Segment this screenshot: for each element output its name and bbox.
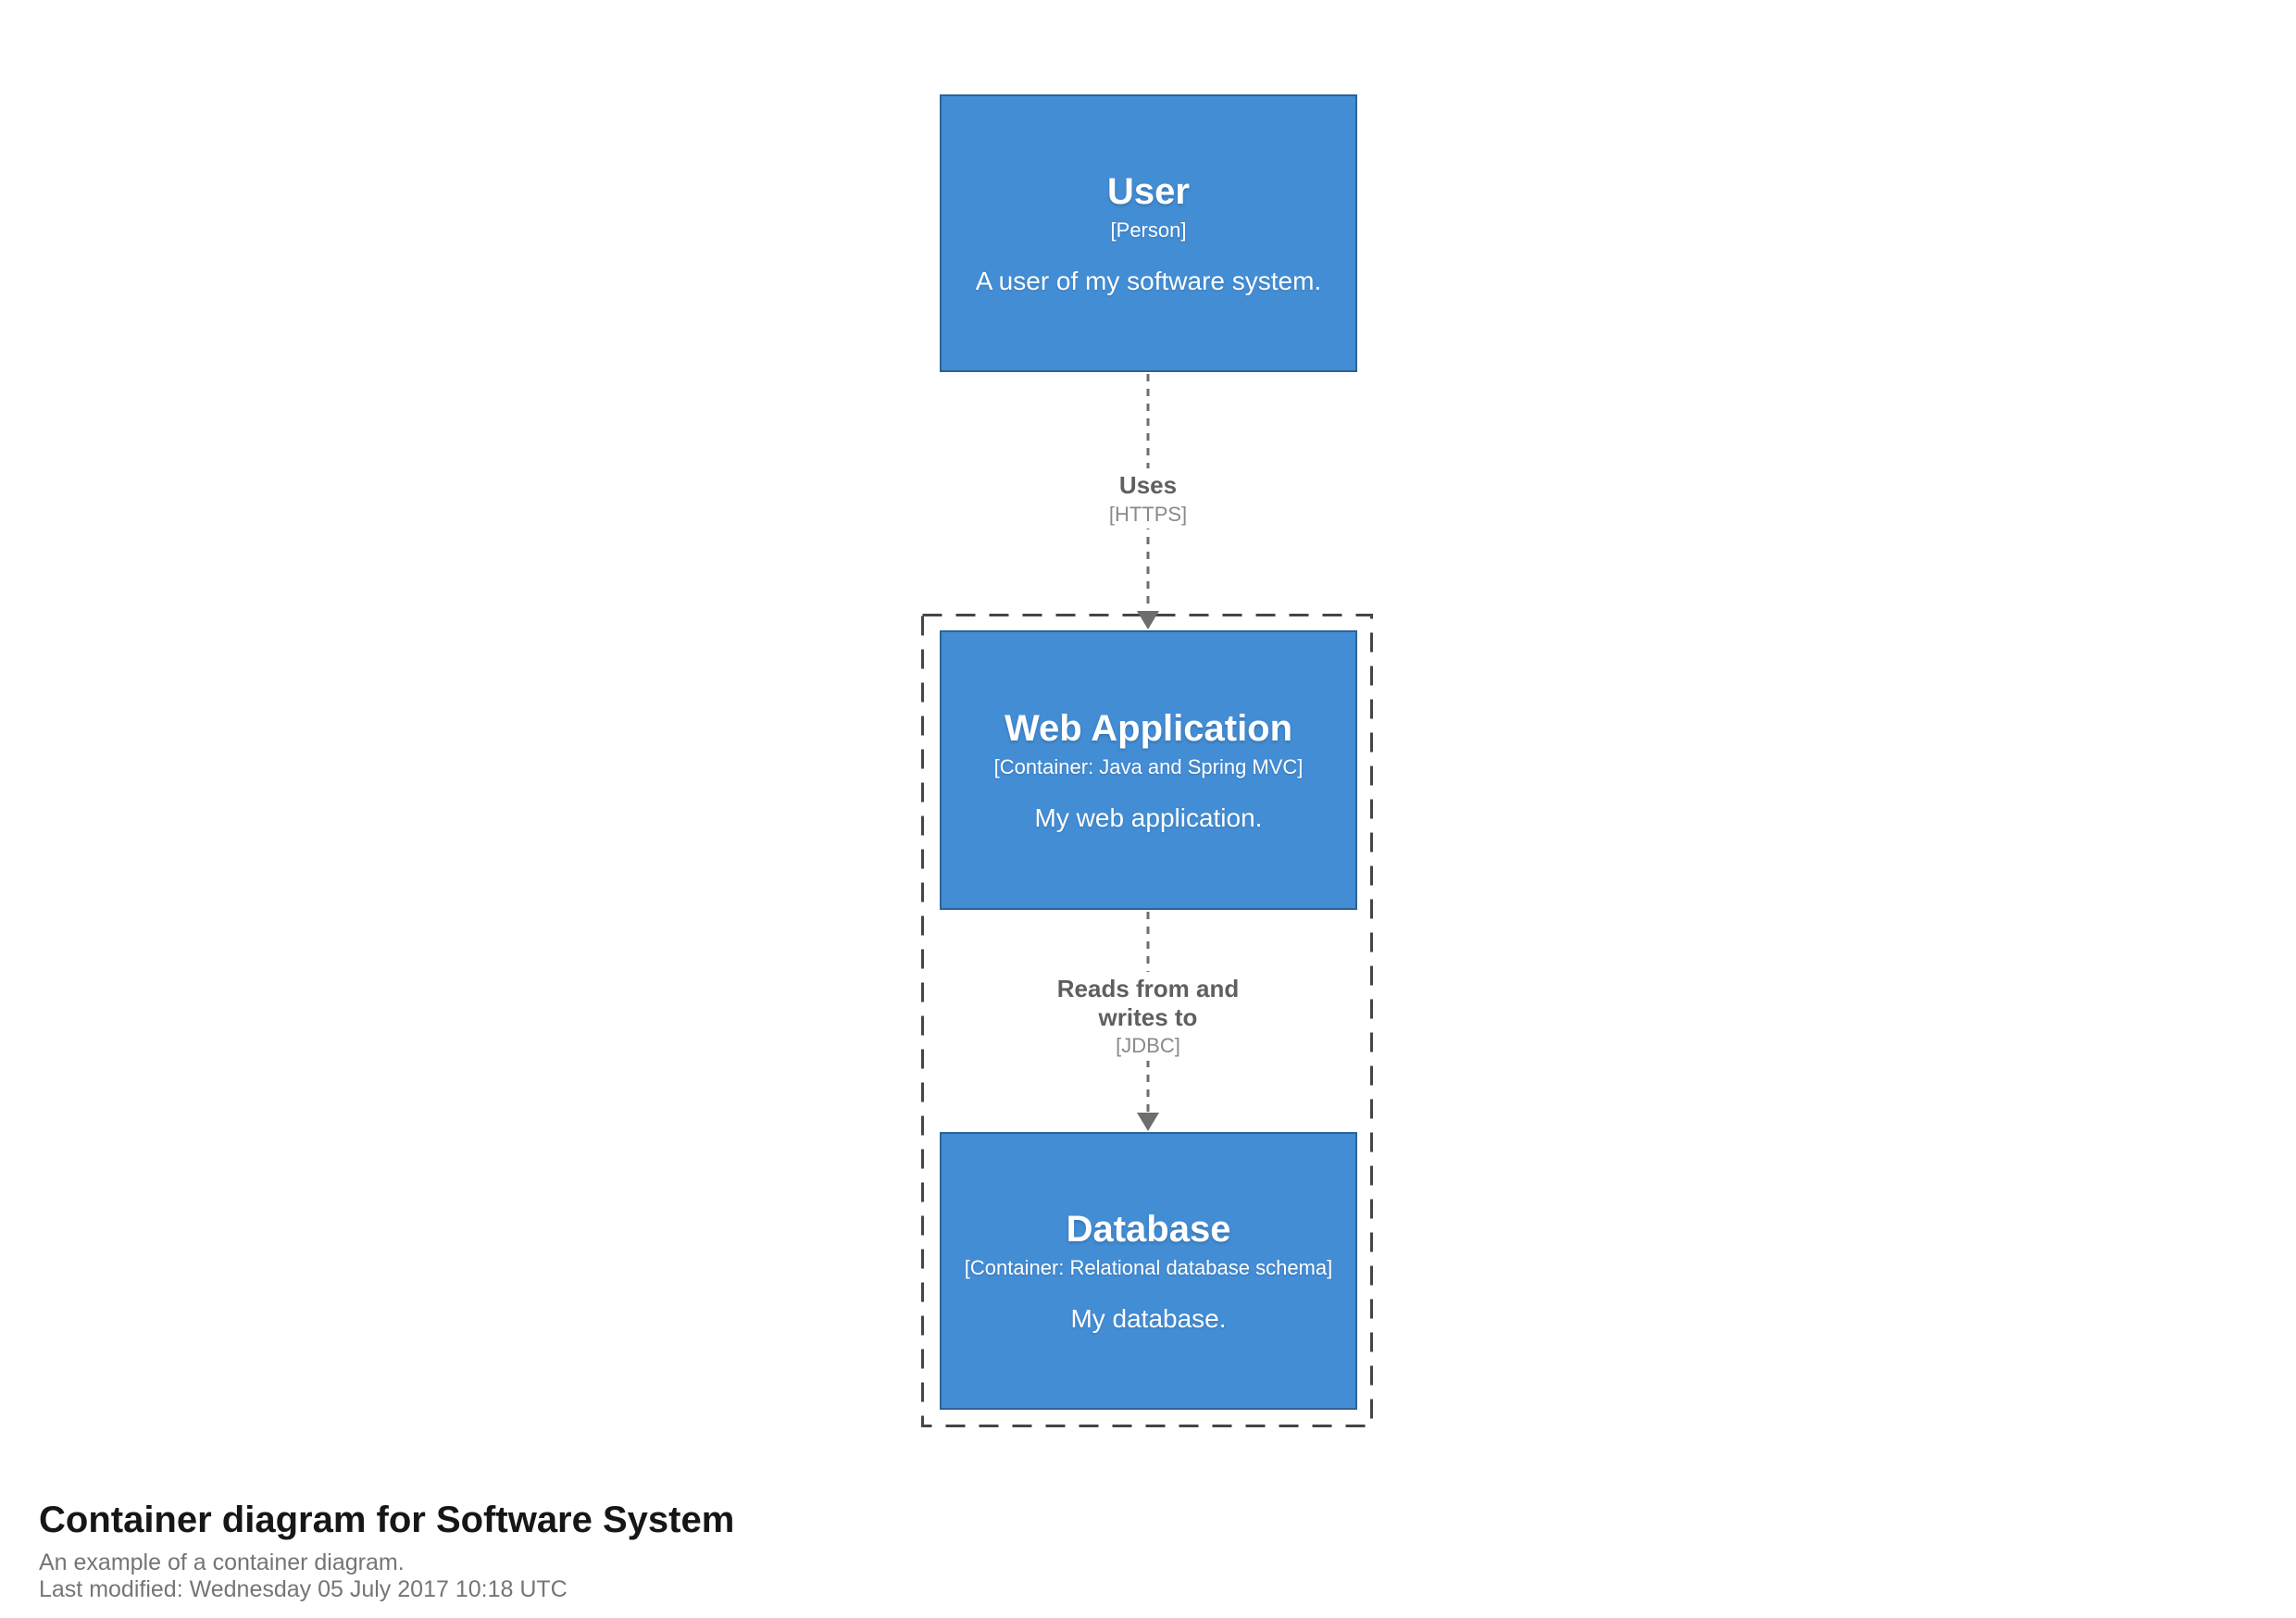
diagram-title: Container diagram for Software System — [39, 1500, 735, 1540]
arrowhead-reads — [1137, 1113, 1159, 1131]
node-web-application-meta: [Container: Java and Spring MVC] — [993, 754, 1304, 778]
node-user-description: A user of my software system. — [975, 267, 1322, 296]
diagram-footer: Container diagram for Software System An… — [39, 1500, 734, 1603]
diagram-last-modified: Last modified: Wednesday 05 July 2017 10… — [39, 1576, 568, 1602]
node-database-description: My database. — [1070, 1304, 1227, 1334]
diagram-description: An example of a container diagram. — [39, 1550, 405, 1575]
system-boundary — [921, 614, 1373, 1427]
relationship-label-uses: Uses [HTTPS] — [1097, 468, 1199, 529]
node-web-application[interactable]: Web Application [Container: Java and Spr… — [940, 630, 1357, 910]
node-database-name: Database — [1066, 1208, 1231, 1250]
relationship-reads-name: Reads from and writes to — [1056, 975, 1240, 1031]
node-web-application-name: Web Application — [1004, 707, 1293, 749]
node-user-name: User — [1107, 170, 1190, 212]
node-user-meta: [Person] — [1110, 218, 1187, 242]
relationship-reads-meta: [JDBC] — [1116, 1034, 1180, 1058]
node-database-meta: [Container: Relational database schema] — [964, 1255, 1333, 1279]
node-user[interactable]: User [Person] A user of my software syst… — [940, 94, 1357, 372]
arrowhead-uses — [1137, 611, 1159, 629]
relationship-label-reads: Reads from and writes to [JDBC] — [1020, 972, 1276, 1061]
relationship-uses-meta: [HTTPS] — [1108, 502, 1188, 526]
node-database[interactable]: Database [Container: Relational database… — [940, 1132, 1357, 1410]
relationship-uses-name: Uses — [1118, 471, 1178, 499]
node-web-application-description: My web application. — [1034, 803, 1263, 833]
